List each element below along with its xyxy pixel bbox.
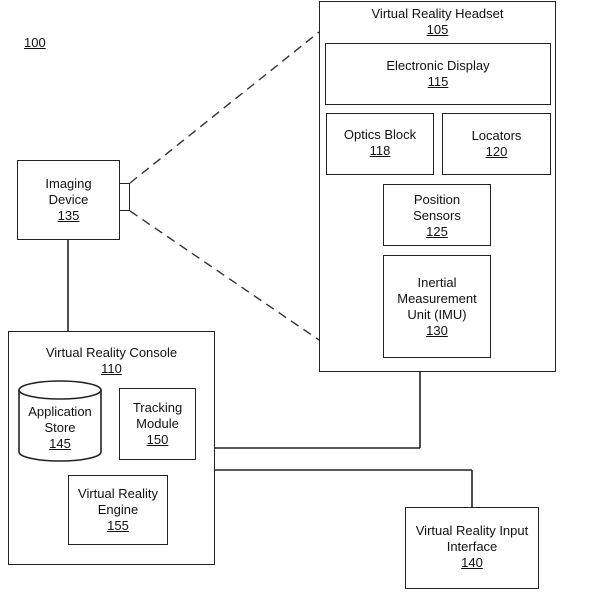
tracking-module-line1: Tracking (132, 400, 183, 415)
electronic-display-number: 115 (427, 74, 449, 89)
tracking-module-label: Tracking Module 150 (120, 400, 195, 448)
electronic-display-box: Electronic Display 115 (325, 43, 551, 105)
application-store-label: Application Store 145 (18, 404, 102, 452)
imu-line3: Unit (IMU) (407, 307, 467, 322)
application-store-cylinder (18, 380, 102, 462)
vr-input-interface-label: Virtual Reality Input Interface 140 (406, 523, 538, 571)
vr-console-number: 110 (101, 361, 122, 376)
vr-console-title: Virtual Reality Console (45, 345, 178, 360)
position-sensors-line2: Sensors (413, 208, 461, 223)
imu-number: 130 (426, 323, 448, 338)
optics-block-box: Optics Block 118 (326, 113, 434, 175)
fov-lower-dashed-line (129, 210, 320, 341)
optics-block-number: 118 (369, 143, 391, 158)
vr-engine-line1: Virtual Reality (78, 486, 158, 501)
figure-reference: 100 (24, 35, 46, 50)
electronic-display-label: Electronic Display 115 (326, 58, 550, 90)
tracking-module-number: 150 (146, 432, 169, 447)
imu-box: Inertial Measurement Unit (IMU) 130 (383, 255, 491, 358)
application-store-line2: Store (44, 420, 76, 435)
vr-headset-number: 105 (426, 22, 449, 37)
vr-console-label: Virtual Reality Console 110 (9, 345, 214, 377)
vr-engine-number: 155 (107, 518, 129, 533)
vr-engine-line2: Engine (97, 502, 139, 517)
electronic-display-title: Electronic Display (386, 58, 490, 73)
locators-label: Locators 120 (443, 128, 550, 160)
tracking-module-box: Tracking Module 150 (119, 388, 196, 460)
vr-headset-label: Virtual Reality Headset 105 (320, 6, 555, 38)
locators-box: Locators 120 (442, 113, 551, 175)
optics-block-title: Optics Block (343, 127, 417, 142)
vr-input-interface-line2: Interface (446, 539, 498, 554)
application-store-line1: Application (28, 404, 92, 419)
vr-input-interface-number: 140 (461, 555, 483, 570)
fov-upper-dashed-line (129, 31, 320, 184)
imaging-device-line2: Device (48, 192, 89, 207)
vr-input-interface-line1: Virtual Reality Input (415, 523, 529, 538)
position-sensors-number: 125 (426, 224, 448, 239)
locators-number: 120 (485, 144, 508, 159)
imu-line2: Measurement (397, 291, 477, 306)
position-sensors-label: Position Sensors 125 (384, 192, 490, 240)
vr-input-interface-box: Virtual Reality Input Interface 140 (405, 507, 539, 589)
imaging-device-line1: Imaging (45, 176, 92, 191)
imaging-device-box: Imaging Device 135 (17, 160, 120, 240)
optics-block-label: Optics Block 118 (327, 127, 433, 159)
position-sensors-line1: Position (413, 192, 461, 207)
vr-engine-box: Virtual Reality Engine 155 (68, 475, 168, 545)
vr-engine-label: Virtual Reality Engine 155 (69, 486, 167, 534)
imaging-device-lens (119, 183, 130, 211)
imaging-device-label: Imaging Device 135 (18, 176, 119, 224)
imu-label: Inertial Measurement Unit (IMU) 130 (384, 275, 490, 339)
application-store-number: 145 (49, 436, 71, 451)
tracking-module-line2: Module (136, 416, 179, 431)
imaging-device-number: 135 (57, 208, 80, 223)
locators-title: Locators (471, 128, 522, 143)
position-sensors-box: Position Sensors 125 (383, 184, 491, 246)
imu-line1: Inertial (417, 275, 457, 290)
vr-headset-title: Virtual Reality Headset (371, 6, 504, 21)
